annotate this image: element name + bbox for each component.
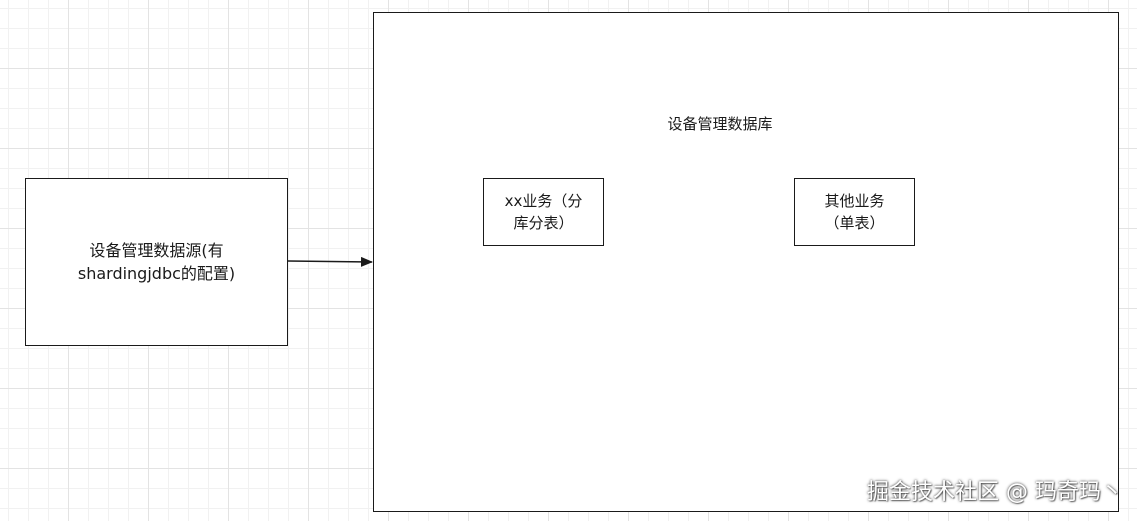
datasource-label-line-2: shardingjdbc的配置) [77,264,236,283]
other-business-label: 其他业务 （单表） [795,190,914,234]
datasource-label-line-1: 设备管理数据源(有 [89,241,224,260]
other-business-box[interactable]: 其他业务 （单表） [794,178,915,246]
datasource-to-database-arrow[interactable] [287,256,373,267]
datasource-label: 设备管理数据源(有 shardingjdbc的配置) [26,239,287,285]
datasource-box[interactable]: 设备管理数据源(有 shardingjdbc的配置) [25,178,288,346]
watermark-text: 掘金技术社区 @ 玛奇玛丶 [867,480,1123,505]
xx-business-label-line-1: xx业务（分 [504,192,583,210]
database-container-box[interactable] [373,12,1119,512]
xx-business-label-line-2: 库分表） [513,214,574,232]
xx-business-box[interactable]: xx业务（分 库分表） [483,178,604,246]
other-business-label-line-2: （单表） [824,214,885,232]
xx-business-label: xx业务（分 库分表） [484,190,603,234]
other-business-label-line-1: 其他业务 [824,192,885,210]
database-title: 设备管理数据库 [667,115,773,133]
